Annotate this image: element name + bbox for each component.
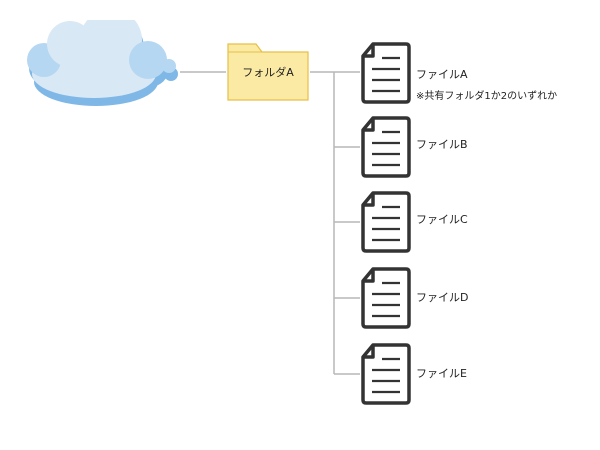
document-icon	[361, 191, 411, 253]
file-b-icon	[360, 115, 412, 179]
document-icon	[361, 343, 411, 405]
document-outline	[361, 267, 411, 329]
cloud-icon	[27, 9, 178, 106]
file-a-note: ※共有フォルダ1か2のいずれか	[416, 91, 558, 102]
cloud-top-puff	[80, 9, 142, 71]
document-fold	[363, 193, 375, 207]
file-d-label: ファイルD	[416, 291, 469, 304]
file-d-icon	[360, 266, 412, 330]
file-b-label: ファイルB	[416, 138, 468, 151]
file-a-label: ファイルA	[416, 68, 468, 81]
document-fold	[363, 269, 375, 283]
file-a-icon	[360, 41, 412, 105]
cloud-node	[18, 9, 180, 112]
document-fold	[363, 44, 375, 58]
document-outline	[361, 116, 411, 178]
file-e-label: ファイルE	[416, 367, 467, 380]
document-icon	[361, 116, 411, 178]
document-outline	[361, 343, 411, 405]
document-outline	[361, 191, 411, 253]
folder-node	[226, 40, 310, 102]
file-c-icon	[360, 190, 412, 254]
document-fold	[363, 118, 375, 132]
cloud-right-puff	[129, 41, 167, 79]
folder-icon	[227, 43, 309, 101]
document-outline	[361, 42, 411, 104]
cloud-right-small-puff	[162, 59, 176, 73]
document-icon	[361, 42, 411, 104]
document-fold	[363, 345, 375, 359]
file-e-icon	[360, 342, 412, 406]
file-c-label: ファイルC	[416, 213, 468, 226]
folder-label: フォルダA	[242, 66, 294, 79]
document-icon	[361, 267, 411, 329]
